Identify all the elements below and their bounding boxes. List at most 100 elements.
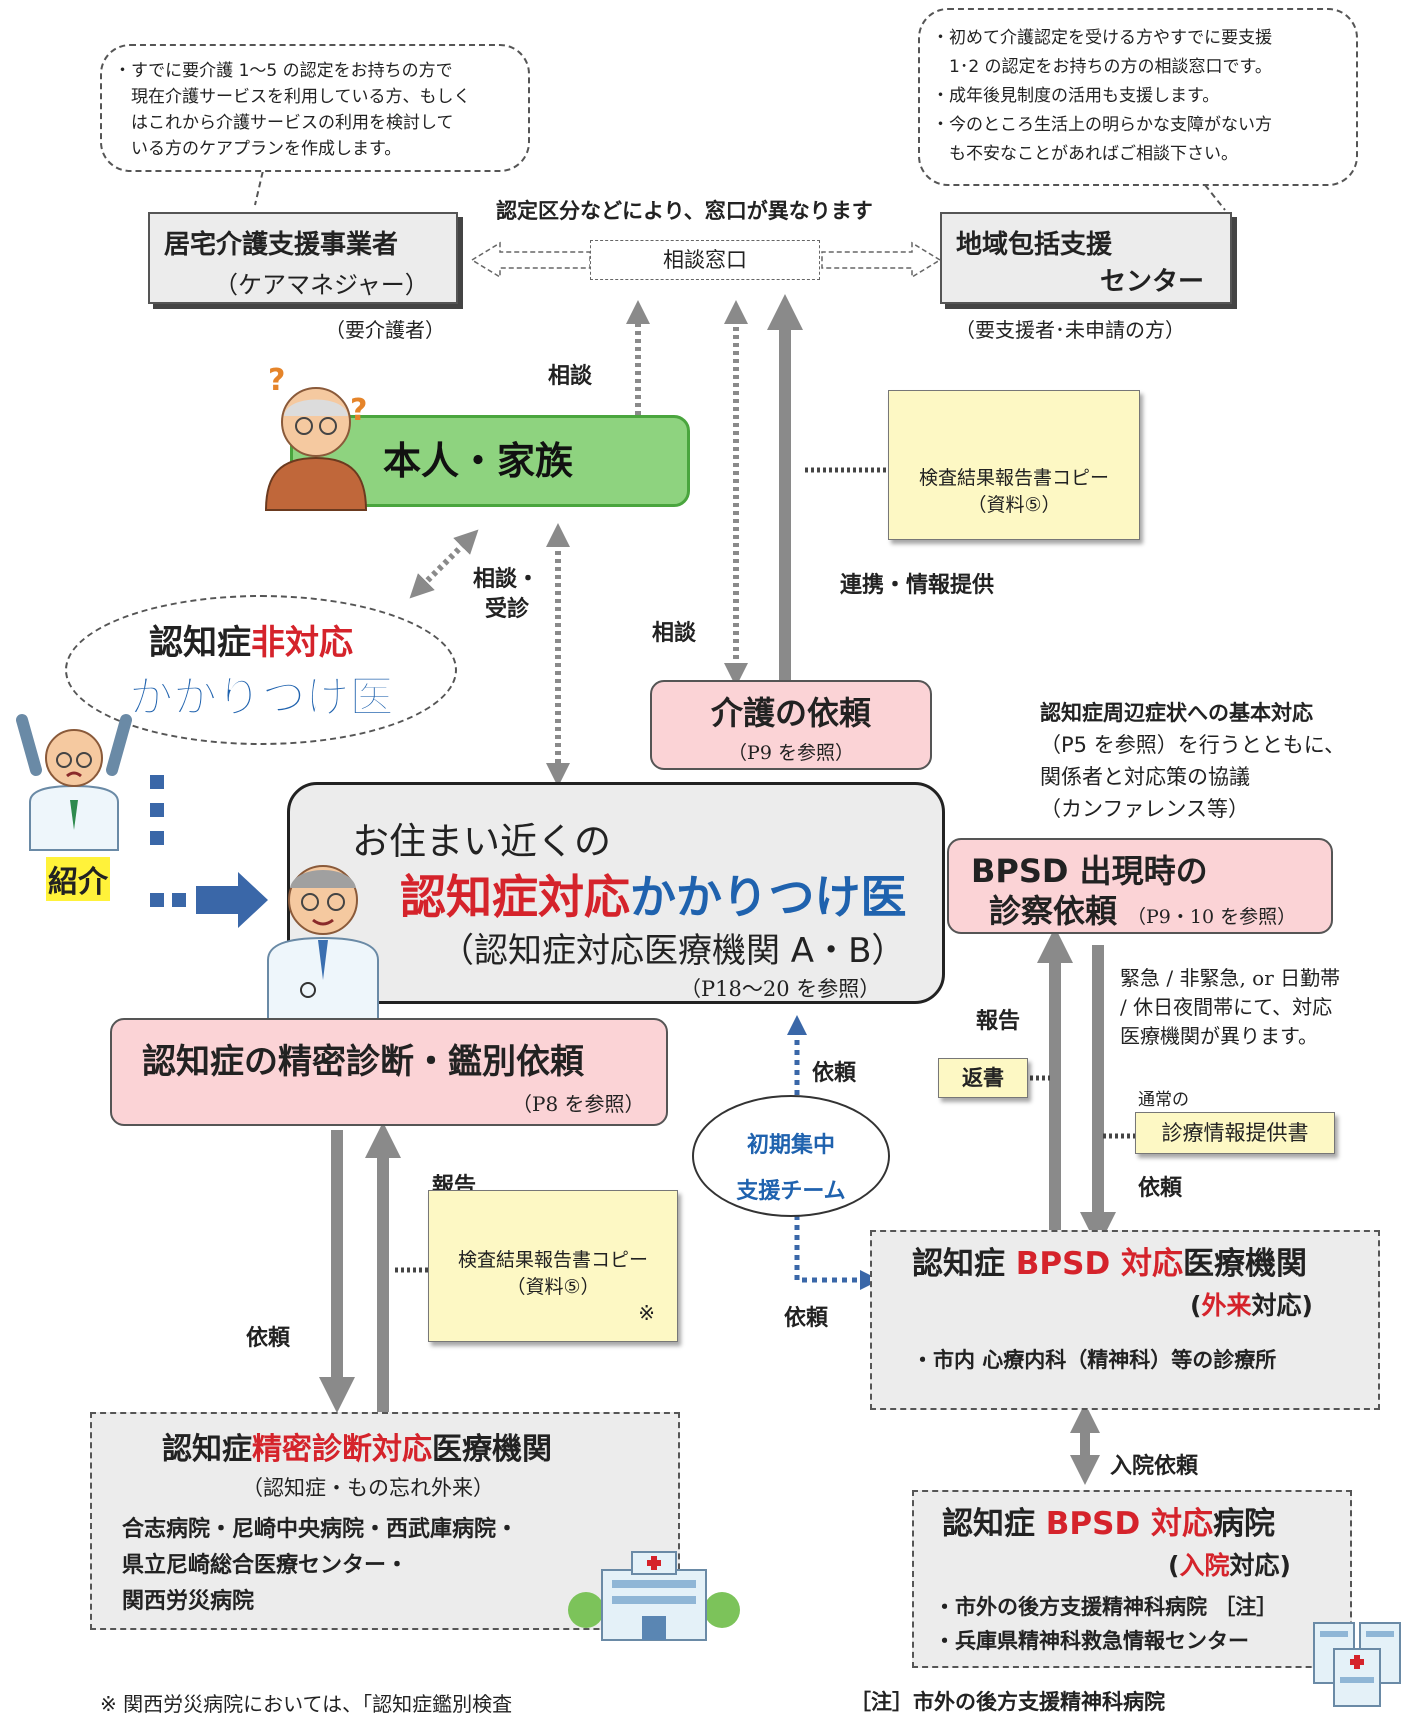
report-copy-bottom-note: 検査結果報告書コピー （資料⑤） ※ [428, 1190, 678, 1342]
bpsd-outpatient-mode: (外来対応) [1190, 1286, 1313, 1322]
detail-request-box: 認知症の精密診断・鑑別依頼 （P8 を参照） [110, 1018, 668, 1126]
care-request-ref: （P9 を参照） [728, 742, 854, 764]
arrow-team-outpatient [794, 1215, 880, 1290]
non-doctor-line1: 認知症非対応 [149, 615, 353, 664]
svg-text:?: ? [350, 393, 367, 428]
small-hospital-icon [1312, 1615, 1402, 1707]
bubble-right: ・初めて介護認定を受ける方やすでに要支援 1･2 の認定をお持ちの方の相談窓口で… [918, 8, 1358, 186]
bpsd-outpatient-mode-c: 対応) [1251, 1291, 1313, 1320]
bpsd-basic-line4: （カンファレンス等） [1040, 797, 1249, 821]
bpsd-request-line1: BPSD 出現時の [971, 852, 1208, 890]
bpsd-hospital-mode-b: 入院 [1179, 1551, 1230, 1580]
report-copy-top-line1: 検査結果報告書コピー [918, 467, 1109, 489]
consult-window-note: 認定区分などにより、窓口が異なります [496, 199, 873, 223]
footnote-right: ［注］市外の後方支援精神科病院 [850, 1690, 1165, 1714]
label-request-team-up: 依頼 [812, 1061, 857, 1086]
bpsd-request-ref: （P9・10 を参照） [1127, 906, 1297, 928]
detail-request-title: 認知症の精密診断・鑑別依頼 [142, 1042, 584, 1082]
hospital-line: 関西労災病院 [122, 1589, 255, 1614]
family-box: 本人・家族 [290, 415, 690, 507]
consult-visit-line2: 受診 [485, 597, 530, 622]
bpsd-basic-text: 認知症周辺症状への基本対応 （P5 を参照）を行うとともに、 関係者と対応策の協… [1040, 697, 1345, 825]
bubble-right-line: 1･2 の認定をお持ちの方の相談窓口です。 [932, 57, 1272, 77]
family-label: 本人・家族 [383, 439, 574, 483]
bubble-left-line: いる方のケアプランを作成します。 [114, 139, 402, 159]
bpsd-hospital-title-b: BPSD 対応 [1045, 1506, 1213, 1542]
hospital-line: 合志病院・尼崎中央病院・西武庫病院・ [122, 1517, 519, 1542]
comm-center-title-2: センター [1099, 267, 1204, 297]
bpsd-outpatient-mode-b: 外来 [1201, 1291, 1252, 1320]
svg-text:?: ? [268, 363, 285, 398]
bpsd-outpatient-item: ・市内 心療内科（精神科）等の診療所 [912, 1348, 1277, 1372]
bubble-left-line: 現在介護サービスを利用している方、もしく [114, 87, 471, 107]
initial-team-ellipse: 初期集中 支援チーム [692, 1095, 890, 1217]
smiling-doctor-icon [258, 840, 388, 1021]
bubble-right-tail [1204, 184, 1226, 211]
bpsd-hospital-item: ・市外の後方支援精神科病院 ［注］ [934, 1595, 1278, 1619]
comm-center-title-1: 地域包括支援 [956, 230, 1113, 260]
main-doctor-line2-b: かかりつけ医 [630, 870, 907, 924]
bpsd-outpatient-mode-a: ( [1190, 1291, 1202, 1320]
precision-inst-title: 認知症精密診断対応医療機関 [162, 1424, 552, 1468]
label-cooperate: 連携・情報提供 [840, 573, 995, 598]
detail-request-ref: （P8 を参照） [512, 1092, 645, 1116]
bpsd-basic-line2: （P5 を参照）を行うとともに、 [1040, 733, 1346, 757]
label-consult-mid: 相談 [652, 621, 697, 646]
precision-inst-title-b: 精密診断対応 [252, 1432, 432, 1467]
main-doctor-line2-a: 認知症対応 [400, 870, 630, 924]
precision-inst-title-c: 医療機関 [432, 1432, 552, 1467]
bpsd-hospital-items: ・市外の後方支援精神科病院 ［注］ ・兵庫県精神科救急情報センター [934, 1590, 1277, 1658]
bubble-right-line: ・初めて介護認定を受ける方やすでに要支援 [932, 28, 1273, 48]
normal-label: 通常の [1138, 1090, 1189, 1110]
bpsd-request-box: BPSD 出現時の 診察依頼 （P9・10 を参照） [947, 838, 1333, 934]
precision-inst-sub: （認知症・もの忘れ外来） [242, 1476, 494, 1500]
panicking-doctor-icon [12, 700, 137, 851]
report-copy-bottom-line2: （資料⑤） [506, 1276, 600, 1298]
main-doctor-line2: 認知症対応かかりつけ医 [400, 861, 906, 927]
hospital-line: 県立尼崎総合医療センター・ [122, 1553, 409, 1578]
report-copy-bottom-mark: ※ [638, 1301, 655, 1325]
label-request-team-down: 依頼 [784, 1306, 829, 1331]
report-copy-top-line2: （資料⑤） [967, 494, 1061, 516]
emergency-line: 医療機関が異ります。 [1120, 1024, 1318, 1048]
bpsd-hospital-mode-c: 対応) [1229, 1551, 1291, 1580]
bpsd-outpatient-title-c: 医療機関 [1183, 1246, 1307, 1282]
bubble-left-line: はこれから介護サービスの利用を検討して [114, 113, 454, 133]
consult-window: 相談窓口 [590, 240, 820, 280]
reply-note: 返書 [938, 1058, 1028, 1098]
label-report-bpsd: 報告 [976, 1009, 1021, 1034]
referral-label: 紹介 [46, 857, 110, 901]
bpsd-outpatient-title-a: 認知症 [912, 1246, 1016, 1282]
main-doctor-line3: （認知症対応医療機関 A・B） [440, 931, 906, 971]
emergency-line: / 休日夜間帯にて、対応 [1120, 995, 1333, 1019]
main-doctor-line1: お住まい近くの [352, 820, 611, 863]
bpsd-hospital-box: 認知症 BPSD 対応病院 (入院対応) ・市外の後方支援精神科病院 ［注］ ・… [912, 1490, 1352, 1668]
label-request-bpsd: 依頼 [1138, 1176, 1183, 1201]
main-doctor-box: お住まい近くの 認知症対応かかりつけ医 （認知症対応医療機関 A・B） （P18… [287, 782, 945, 1004]
bubble-right-line: ・今のところ生活上の明らかな支障がない方 [932, 115, 1272, 135]
bpsd-hospital-mode: (入院対応) [1168, 1546, 1291, 1582]
bpsd-outpatient-box: 認知症 BPSD 対応医療機関 (外来対応) ・市内 心療内科（精神科）等の診療… [870, 1230, 1380, 1410]
arrow-family-nondoctor [409, 529, 479, 599]
non-doctor-ellipse: 認知症非対応 かかりつけ医 [65, 595, 457, 745]
bpsd-request-line2: 診察依頼 [989, 892, 1118, 930]
label-admission-request: 入院依頼 [1110, 1454, 1199, 1479]
non-doctor-line1-b: 非対応 [251, 623, 353, 663]
consult-visit-line1: 相談・ [473, 567, 540, 592]
main-doctor-ref: （P18～20 を参照） [680, 977, 881, 1001]
hospital-building-icon [568, 1548, 740, 1641]
comm-center-box: 地域包括支援 センター [940, 212, 1232, 304]
bubble-left-line: ・すでに要介護 1～5 の認定をお持ちの方で [114, 61, 453, 81]
bubble-left: ・すでに要介護 1～5 の認定をお持ちの方で 現在介護サービスを利用している方、… [100, 44, 530, 172]
emergency-line: 緊急 / 非緊急, or 日勤帯 [1120, 966, 1341, 990]
emergency-text: 緊急 / 非緊急, or 日勤帯 / 休日夜間帯にて、対応 医療機関が異ります。 [1120, 964, 1340, 1051]
comm-center-caption: （要支援者･未申請の方） [955, 318, 1185, 342]
care-request-title: 介護の依頼 [710, 694, 871, 732]
label-request-precision: 依頼 [246, 1326, 291, 1351]
bpsd-basic-line3: 関係者と対応策の協議 [1040, 765, 1250, 789]
label-consult-visit: 相談・ 受診 [473, 565, 539, 625]
care-office-box: 居宅介護支援事業者 （ケアマネジャー） [148, 212, 458, 304]
care-office-caption: （要介護者） [325, 318, 445, 342]
non-doctor-line1-a: 認知症 [149, 623, 251, 663]
